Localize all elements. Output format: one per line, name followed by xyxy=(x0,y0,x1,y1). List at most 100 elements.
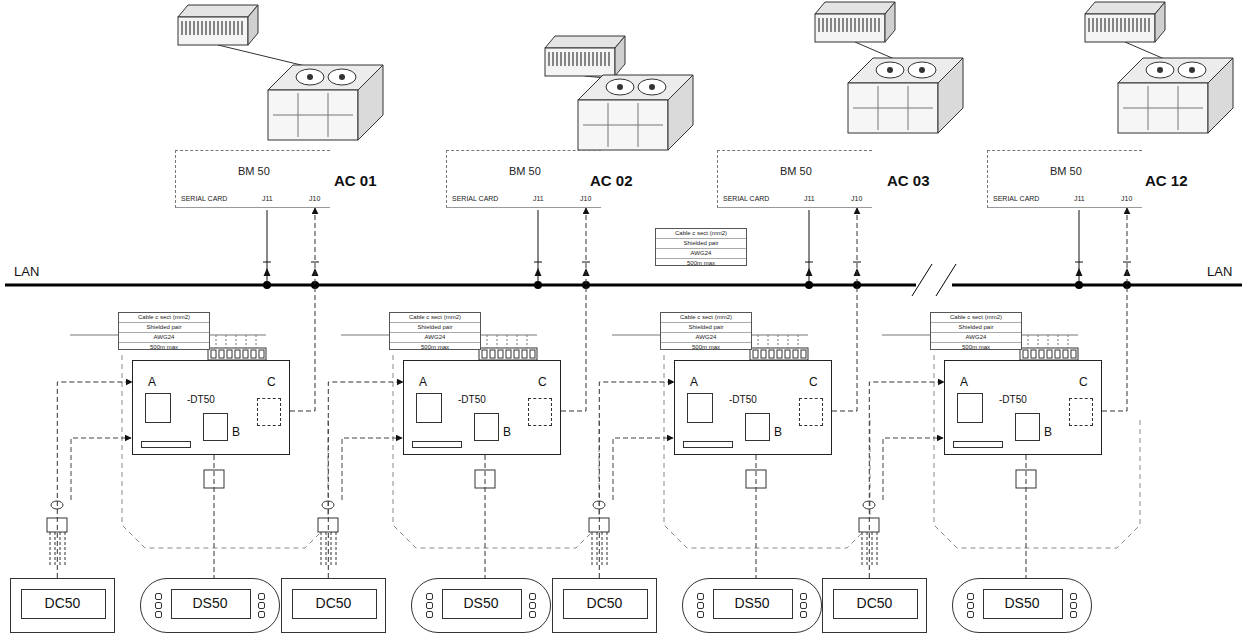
unit-side xyxy=(1208,58,1233,133)
plug-wire xyxy=(877,532,878,566)
grille-slat xyxy=(1108,18,1109,32)
fan xyxy=(1178,62,1206,78)
terminal-wire xyxy=(758,335,759,348)
port-label: B xyxy=(1044,425,1052,439)
controller-box: DC50 xyxy=(10,578,115,633)
unit-side xyxy=(668,75,693,150)
grille-slat xyxy=(217,21,218,35)
port-label: B xyxy=(774,425,782,439)
terminal-board: A-DT50BC xyxy=(944,360,1102,455)
terminal-wire xyxy=(246,335,247,348)
table-cell: 500m max xyxy=(119,343,209,352)
signal-cable xyxy=(328,382,403,578)
terminal xyxy=(227,350,232,358)
unit-front xyxy=(1118,83,1208,133)
grille-slat xyxy=(1120,18,1121,32)
module-name: BM 50 xyxy=(780,165,812,177)
pin-name: J10 xyxy=(851,195,862,202)
cable-spec-table: Cable c sect (mm2)Shielded pairAWG24500m… xyxy=(660,312,752,350)
grille-slat xyxy=(205,21,206,35)
table-cell: Cable c sect (mm2) xyxy=(390,313,480,323)
enclosure-outline xyxy=(393,355,599,548)
plug-wire xyxy=(602,532,603,566)
terminal xyxy=(1047,350,1052,358)
table-cell: 500m max xyxy=(661,343,751,352)
junction-dot xyxy=(805,281,813,289)
junction-dot xyxy=(263,281,271,289)
plug-wire xyxy=(607,532,608,566)
button-dot xyxy=(155,593,162,600)
junction-dot xyxy=(534,281,542,289)
grille-slat xyxy=(592,52,593,66)
fan xyxy=(638,79,666,95)
table-cell: AWG24 xyxy=(931,333,1021,343)
grille-slat xyxy=(862,18,863,32)
button-dot xyxy=(155,602,162,609)
tick xyxy=(805,262,813,263)
plug-wire xyxy=(50,532,51,566)
panel-seam xyxy=(583,125,663,126)
fan-hub xyxy=(1157,67,1163,73)
grille-slat xyxy=(241,21,242,35)
junction-dot xyxy=(1075,281,1083,289)
module-name: BM 50 xyxy=(1050,165,1082,177)
terminal-wire xyxy=(1068,335,1069,348)
cable-spec-table: Cable c sect (mm2)Shielded pairAWG24500m… xyxy=(655,228,747,266)
grille-slat xyxy=(596,52,597,66)
grille-slat xyxy=(878,18,879,32)
port-a xyxy=(957,393,983,423)
fan xyxy=(606,79,634,95)
fan xyxy=(876,62,904,78)
unit-top xyxy=(178,5,258,17)
cable-spec-table: Cable c sect (mm2)Shielded pairAWG24500m… xyxy=(930,312,1022,350)
device-name: DC50 xyxy=(282,595,385,611)
card-name: SERIAL CARD xyxy=(723,195,769,202)
terminal xyxy=(498,350,503,358)
grille-slat xyxy=(830,18,831,32)
terminal xyxy=(761,350,766,358)
pin-name: J10 xyxy=(309,195,320,202)
terminal xyxy=(785,350,790,358)
panel-seam xyxy=(273,115,353,116)
grille-slat xyxy=(1144,18,1145,32)
grille-slat xyxy=(564,52,565,66)
enclosure-outline xyxy=(122,355,328,548)
controller-box: DC50 xyxy=(552,578,657,633)
button-dot xyxy=(258,593,265,600)
grille-slat xyxy=(181,21,182,35)
device-name: DS50 xyxy=(683,595,821,611)
terminal xyxy=(753,350,758,358)
grille-slat xyxy=(189,21,190,35)
signal-cable xyxy=(57,382,132,578)
controller-box: DC50 xyxy=(822,578,927,633)
table-cell: Shielded pair xyxy=(119,323,209,333)
terminal-wire xyxy=(497,335,498,348)
pin-row xyxy=(683,441,733,448)
terminal xyxy=(506,350,511,358)
port-b xyxy=(474,413,499,441)
terminal-wire xyxy=(798,335,799,348)
terminal-wire xyxy=(1048,335,1049,348)
grille-slat xyxy=(834,18,835,32)
port-label: C xyxy=(267,375,276,389)
grille-slat xyxy=(225,21,226,35)
pin-name: J10 xyxy=(580,195,591,202)
port-label: B xyxy=(232,425,240,439)
terminal-wire xyxy=(1058,335,1059,348)
table-cell: AWG24 xyxy=(656,249,746,259)
grille-slat xyxy=(1088,18,1089,32)
unit-front xyxy=(815,14,885,42)
button-dot xyxy=(967,602,974,609)
break-mark xyxy=(936,264,956,296)
button-dot xyxy=(697,611,704,618)
grille-slat xyxy=(1140,18,1141,32)
terminal-wire xyxy=(487,335,488,348)
terminal xyxy=(235,350,240,358)
fan-hub xyxy=(617,84,623,90)
button-dot xyxy=(426,611,433,618)
cable-spec-table: Cable c sect (mm2)Shielded pairAWG24500m… xyxy=(389,312,481,350)
enclosure-outline xyxy=(664,355,870,548)
port-b xyxy=(745,413,770,441)
grille-slat xyxy=(866,18,867,32)
button-dot xyxy=(529,593,536,600)
